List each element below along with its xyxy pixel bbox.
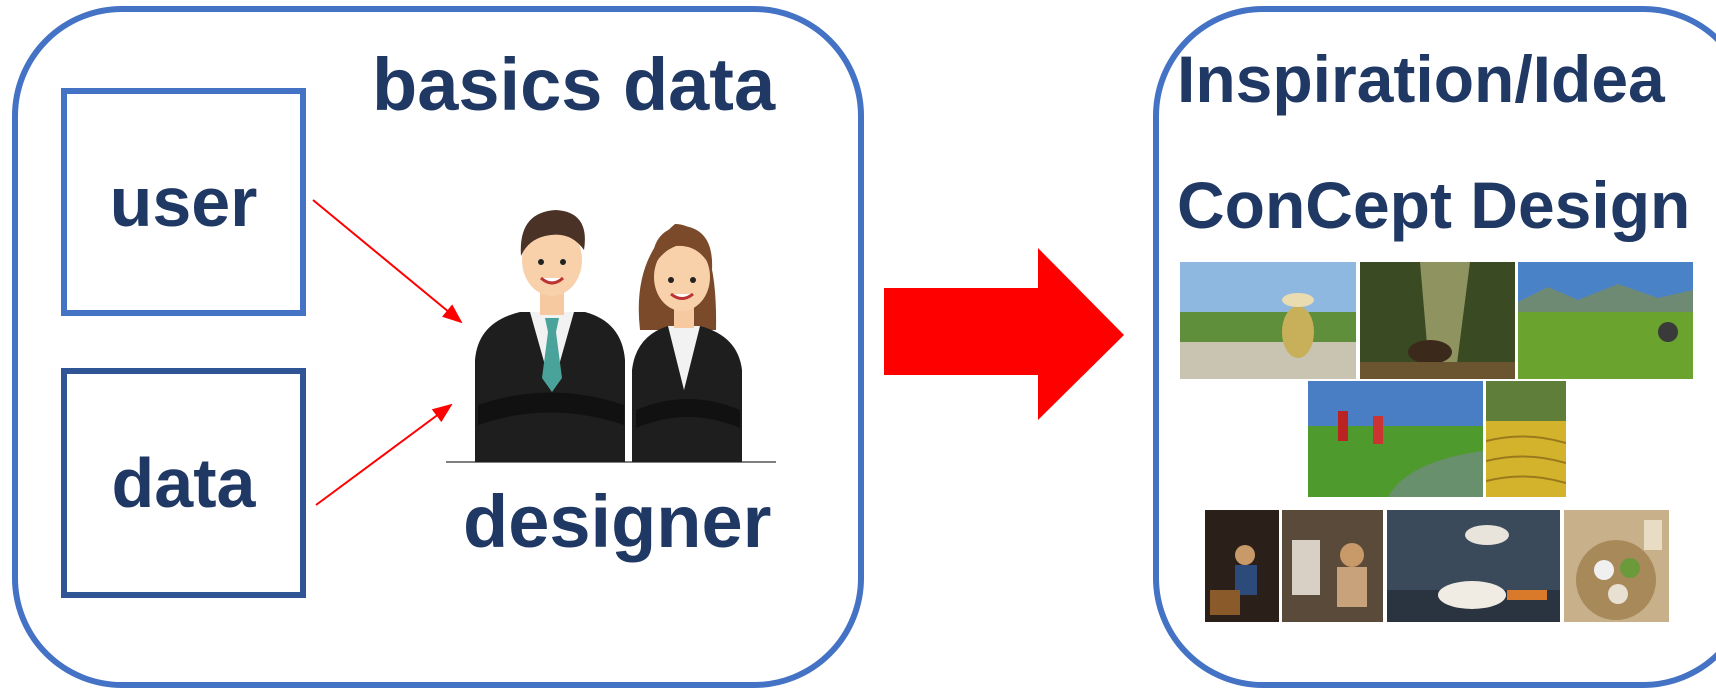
concept-design-title: ConCept Design bbox=[1177, 168, 1691, 242]
data-input-box: data bbox=[61, 368, 306, 598]
user-label: user bbox=[109, 163, 258, 241]
designer-label: designer bbox=[463, 480, 772, 563]
children-running-field-photo bbox=[1308, 381, 1483, 497]
man-designer-icon bbox=[475, 210, 625, 462]
data-label: data bbox=[111, 444, 256, 522]
rice-terraces-photo bbox=[1486, 381, 1566, 497]
woman-designer-icon bbox=[632, 224, 742, 462]
traditional-food-tray-photo bbox=[1564, 510, 1669, 622]
user-to-designer-arrow bbox=[312, 199, 463, 324]
flow-arrow-icon bbox=[884, 248, 1124, 420]
data-to-designer-arrow bbox=[315, 403, 453, 506]
rice-bowl-photo bbox=[1387, 510, 1560, 622]
rice-planting-photo bbox=[1180, 262, 1356, 379]
craft-workshop-photo bbox=[1205, 510, 1279, 622]
user-input-box: user bbox=[61, 88, 306, 316]
inspiration-title: Inspiration/Idea bbox=[1177, 42, 1665, 116]
rice-field-mountains-photo bbox=[1518, 262, 1693, 379]
forest-buffalo-photo bbox=[1360, 262, 1515, 379]
pottery-woman-photo bbox=[1282, 510, 1383, 622]
basics-data-title: basics data bbox=[372, 43, 776, 126]
